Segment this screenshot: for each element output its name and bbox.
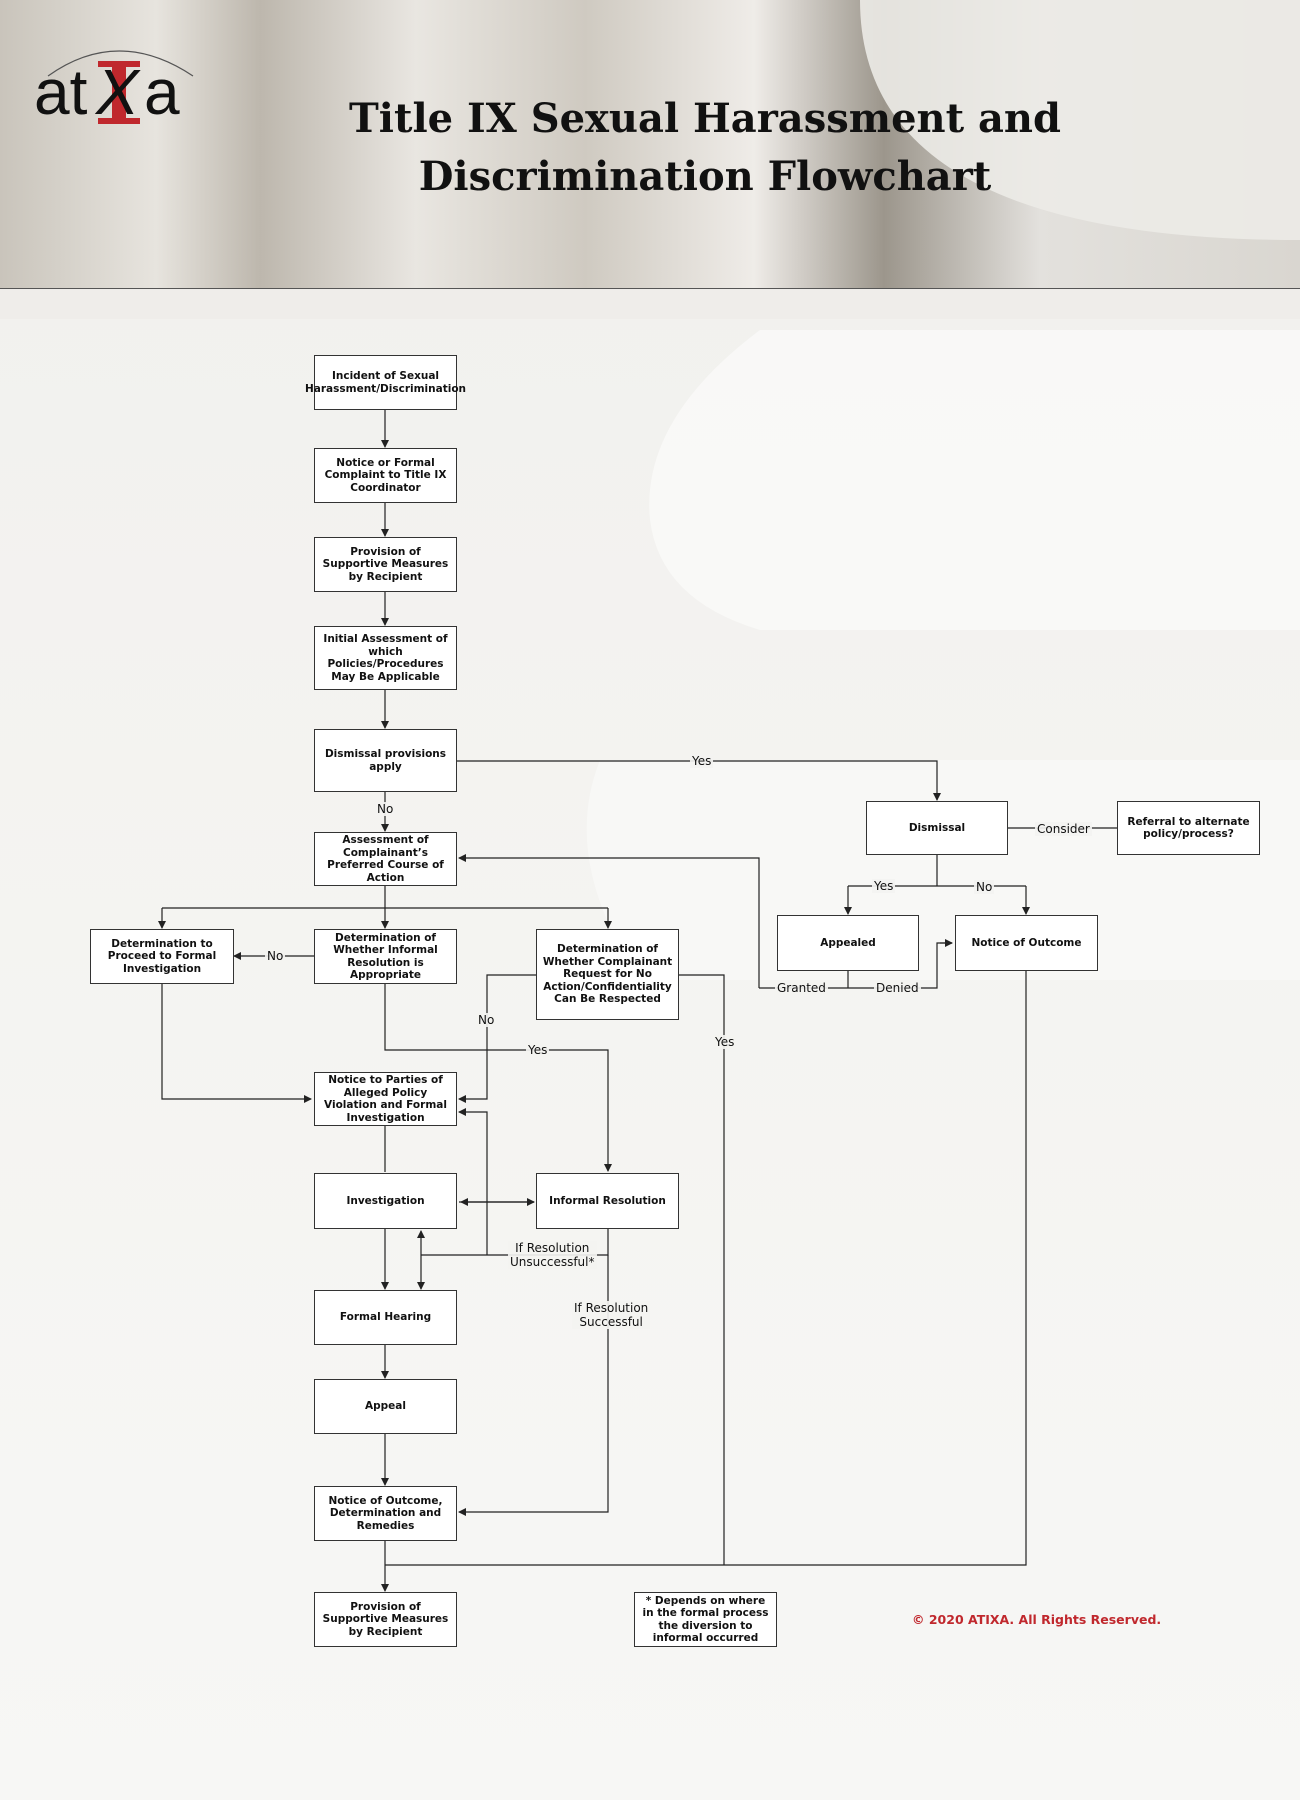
label-resolution-successful: If Resolution Successful <box>572 1301 651 1329</box>
node-referral: Referral to alternate policy/process? <box>1117 801 1260 855</box>
node-notice-parties: Notice to Parties of Alleged Policy Viol… <box>314 1072 457 1126</box>
node-informal-determination: Determination of Whether Informal Resolu… <box>314 929 457 984</box>
logo-letters-icon: at X a <box>34 56 180 126</box>
node-assessment-course: Assessment of Complainant’s Preferred Co… <box>314 832 457 886</box>
node-incident: Incident of Sexual Harassment/Discrimina… <box>305 355 466 410</box>
node-dismissal-provisions: Dismissal provisions apply <box>314 729 457 792</box>
svg-text:at: at <box>34 56 88 126</box>
node-investigation: Investigation <box>314 1173 457 1229</box>
logo-arc-icon <box>47 50 194 124</box>
label-yes-appealed: Yes <box>872 879 896 893</box>
atixa-logo: atixa at X a <box>28 36 208 126</box>
node-notice-outcome: Notice of Outcome <box>955 915 1098 971</box>
node-supportive-measures: Provision of Supportive Measures by Reci… <box>314 537 457 592</box>
label-resolution-unsuccessful: If Resolution Unsuccessful* <box>508 1241 597 1269</box>
label-no-appealed: No <box>974 880 995 894</box>
label-denied: Denied <box>874 981 921 995</box>
node-initial-assessment: Initial Assessment of which Policies/Pro… <box>314 626 457 690</box>
label-no-dismissal: No <box>375 802 396 816</box>
node-formal-investigation-determination: Determination to Proceed to Formal Inves… <box>90 929 234 984</box>
node-informal-resolution: Informal Resolution <box>536 1173 679 1229</box>
label-consider: Consider <box>1035 822 1092 836</box>
copyright-notice: © 2020 ATIXA. All Rights Reserved. <box>912 1612 1162 1627</box>
page-title: Title IX Sexual Harassment and Discrimin… <box>349 95 1061 200</box>
node-dismissal: Dismissal <box>866 801 1008 855</box>
label-yes-informal: Yes <box>526 1043 550 1057</box>
node-formal-hearing: Formal Hearing <box>314 1290 457 1345</box>
label-granted: Granted <box>775 981 828 995</box>
node-notice-complaint: Notice or Formal Complaint to Title IX C… <box>314 448 457 503</box>
node-notice-outcome-determination: Notice of Outcome, Determination and Rem… <box>314 1486 457 1541</box>
label-yes-dismissal: Yes <box>690 754 714 768</box>
node-supportive-measures-final: Provision of Supportive Measures by Reci… <box>314 1592 457 1647</box>
label-no-confidentiality: No <box>476 1013 497 1027</box>
node-appeal: Appeal <box>314 1379 457 1434</box>
svg-text:a: a <box>144 56 180 126</box>
node-appealed: Appealed <box>777 915 919 971</box>
label-no-informal: No <box>265 949 286 963</box>
label-yes-confidentiality: Yes <box>713 1035 737 1049</box>
header-banner: atixa at X a Title IX Sexual Harassment … <box>0 0 1300 289</box>
footnote-box: * Depends on where in the formal process… <box>634 1592 777 1647</box>
node-confidentiality-determination: Determination of Whether Complainant Req… <box>536 929 679 1020</box>
svg-text:X: X <box>94 56 141 126</box>
